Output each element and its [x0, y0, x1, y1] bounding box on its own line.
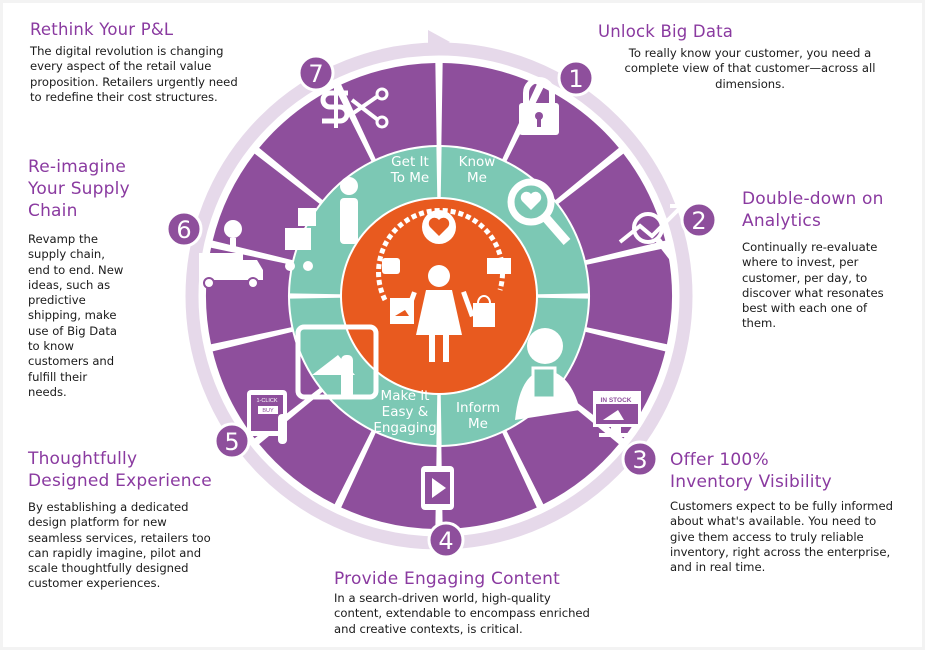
- heart-icon: [422, 210, 456, 244]
- step-7-block: Rethink Your P&L The digital revolution …: [30, 20, 250, 105]
- step-4-block: Provide Engaging Content In a search-dri…: [334, 569, 604, 637]
- purple-segment: [259, 87, 372, 201]
- step-number-label: 2: [691, 207, 706, 235]
- purple-segment: [441, 63, 537, 159]
- step-number-label: 5: [224, 428, 239, 456]
- step-1-title: Unlock Big Data: [598, 22, 734, 41]
- step-number-circle: [557, 59, 595, 97]
- step-number-label: 1: [568, 65, 583, 93]
- heart-card-icon: [382, 258, 400, 274]
- purple-segment: [212, 331, 320, 439]
- step-5-description: By establishing a dedicated design platf…: [28, 500, 211, 591]
- padlock-icon: [519, 77, 559, 135]
- step-7-title: Rethink Your P&L: [30, 20, 174, 39]
- step-7-description: The digital revolution is changing every…: [30, 44, 238, 104]
- step-3-title: Offer 100% Inventory Visibility: [670, 450, 832, 492]
- person-with-tablet-icon: [515, 328, 580, 420]
- step-number-label: 3: [632, 446, 647, 474]
- step-number-circle: [621, 440, 659, 478]
- step-number-circle: [213, 422, 251, 460]
- step-4-description: In a search-driven world, high-quality c…: [334, 591, 590, 636]
- in-stock-monitor-icon: [593, 391, 641, 437]
- step-number-circle: [427, 521, 465, 559]
- step-1-description: To really know your customer, you need a…: [624, 46, 876, 91]
- magnifier-heart-shape: [520, 191, 542, 210]
- shopping-bag-icon: [473, 295, 495, 327]
- in-stock-badge: IN STOCK: [601, 397, 632, 404]
- step-number-markers: 1 2 3 4 5 6 7: [165, 54, 718, 559]
- dollar-cut-icon: [320, 86, 389, 129]
- one-click-buy-icon: [247, 390, 287, 444]
- step-number-circle: [680, 201, 718, 239]
- purple-segment: [341, 433, 437, 529]
- purple-segment: [341, 63, 437, 159]
- video-tablet-icon: [421, 466, 454, 510]
- step-3-description: Customers expect to be fully informed ab…: [670, 499, 893, 575]
- step-6-block: Re-imagine Your Supply Chain Revamp the …: [28, 156, 138, 400]
- step-2-block: Double-down on Analytics Continually re-…: [742, 188, 902, 332]
- step-3-block: Offer 100% Inventory Visibility Customer…: [670, 449, 902, 575]
- purple-segment: [259, 391, 372, 505]
- step-number-circle: [297, 54, 335, 92]
- delivery-truck-icon: [199, 220, 263, 289]
- shopper-icon: [403, 265, 475, 362]
- one-click-label: 1-CLICK: [256, 398, 277, 404]
- teal-quadrant: [290, 147, 438, 295]
- inner-label-make-it-easy: Make it Easy & Engaging: [373, 388, 437, 436]
- shoe-card-icon: [390, 298, 414, 324]
- step-number-label: 4: [438, 527, 453, 555]
- step-6-description: Revamp the supply chain, end to end. New…: [28, 232, 124, 399]
- step-1-block: Unlock Big Data To really know your cust…: [598, 22, 886, 92]
- teal-quadrant: [290, 297, 438, 445]
- step-2-title: Double-down on Analytics: [742, 189, 884, 231]
- inner-label-know-me: Know Me: [458, 154, 496, 186]
- teal-quadrant: [440, 147, 588, 295]
- step-5-title: Thoughtfully Designed Experience: [28, 449, 212, 491]
- step-number-circle: [165, 210, 203, 248]
- step-6-title: Re-imagine Your Supply Chain: [28, 157, 130, 221]
- step-4-title: Provide Engaging Content: [334, 569, 561, 589]
- analytics-chart-icon: [618, 204, 684, 260]
- purple-segment: [586, 247, 672, 345]
- tablet-shopping-icon: [295, 324, 379, 400]
- delivery-person-icon: [285, 177, 358, 271]
- step-5-block: Thoughtfully Designed Experience By esta…: [28, 448, 228, 592]
- ring-arrowhead-icon: [428, 30, 450, 54]
- purple-segment: [441, 433, 537, 529]
- inner-label-get-it-to-me: Get It To Me: [390, 154, 430, 186]
- purple-segment: [558, 153, 666, 261]
- inner-label-inform-me: Inform Me: [455, 400, 500, 432]
- step-number-label: 6: [176, 216, 191, 244]
- purple-segment: [506, 391, 619, 505]
- step-number-label: 7: [308, 60, 323, 88]
- price-tag-icon: [487, 258, 511, 274]
- buy-label: BUY: [262, 408, 274, 414]
- step-2-description: Continually re-evaluate where to invest,…: [742, 240, 884, 331]
